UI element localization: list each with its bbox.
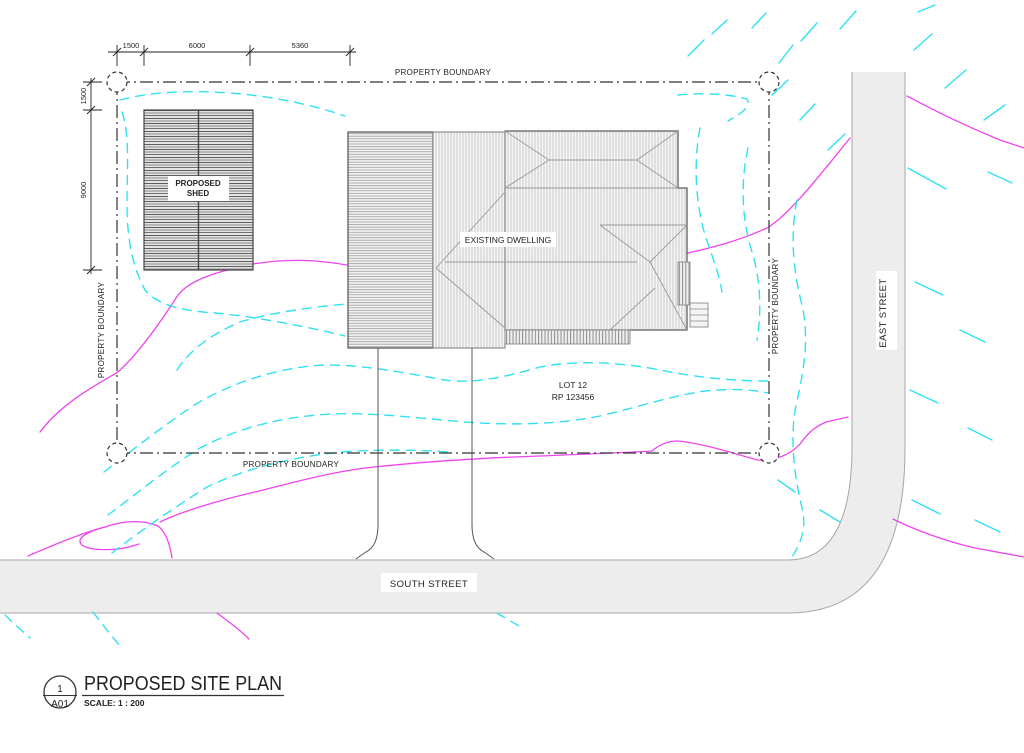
- contour-minor-line: [176, 303, 348, 371]
- road-outer-edge: [0, 72, 906, 614]
- survey-marker: [758, 71, 780, 93]
- east-street-label: EAST STREET: [878, 278, 889, 347]
- property-boundary: PROPERTY BOUNDARY PROPERTY BOUNDARY PROP…: [97, 68, 780, 469]
- contour-major-line: [892, 518, 1024, 558]
- contour-major-line: [27, 520, 173, 559]
- lot-label: LOT 12 RP 123456: [552, 380, 595, 402]
- dwelling-label: EXISTING DWELLING: [465, 235, 551, 245]
- roof-hip-lines: [435, 130, 688, 331]
- survey-marker: [106, 71, 128, 93]
- contour-lines: [4, 4, 1024, 649]
- contour-minor-line: [107, 388, 769, 516]
- contour-minor-line: [4, 614, 31, 639]
- contour-minor-line: [496, 612, 522, 628]
- dim-top-1500: 1500: [123, 41, 140, 50]
- survey-marker: [758, 442, 780, 464]
- contour-dash-field: [687, 4, 1013, 533]
- contour-major-line: [39, 137, 851, 433]
- contour-major-line: [79, 526, 140, 551]
- contour-major-line: [906, 95, 1024, 149]
- shed-label-line2: SHED: [187, 189, 209, 198]
- contour-minor-line: [742, 147, 761, 341]
- dwelling-label-bg: [460, 232, 556, 247]
- south-street-label: SOUTH STREET: [390, 579, 468, 590]
- contour-minor-line: [677, 93, 749, 122]
- title-block: 1 A01 PROPOSED SITE PLAN SCALE: 1 : 200: [43, 673, 284, 710]
- street-labels: SOUTH STREET EAST STREET: [381, 271, 897, 592]
- contour-minor-line: [791, 199, 807, 558]
- boundary-label-right: PROPERTY BOUNDARY: [771, 258, 780, 355]
- porch-steps: [689, 302, 709, 328]
- roads: [0, 72, 906, 614]
- drawing-scale: SCALE: 1 : 200: [84, 698, 145, 708]
- proposed-shed: PROPOSED SHED: [143, 109, 254, 271]
- dim-top-6000: 6000: [189, 41, 206, 50]
- drawing-title: PROPOSED SITE PLAN: [84, 673, 282, 695]
- lot-number: LOT 12: [559, 380, 587, 390]
- boundary-label-top: PROPERTY BOUNDARY: [395, 68, 492, 77]
- boundary-label-bottom: PROPERTY BOUNDARY: [243, 460, 340, 469]
- contour-minor-line: [103, 362, 769, 473]
- lot-plan-number: RP 123456: [552, 392, 595, 402]
- south-street-label-bg: [381, 573, 477, 592]
- dim-top-5360: 5360: [292, 41, 309, 50]
- road-surface: [0, 72, 905, 613]
- detail-bubble: [43, 675, 77, 709]
- left-dimension-string: 1500 9000: [79, 77, 102, 275]
- dim-left-9000: 9000: [79, 182, 88, 199]
- sheet-number: A01: [51, 699, 69, 710]
- contour-minor-line: [695, 127, 723, 293]
- contour-minor-line: [111, 449, 451, 554]
- dim-left-1500: 1500: [79, 88, 88, 105]
- road-inner-edge: [0, 72, 853, 561]
- detail-number: 1: [57, 684, 63, 695]
- top-dimension-string: 1500 6000 5360: [108, 41, 356, 66]
- shed-label-line1: PROPOSED: [175, 179, 221, 188]
- east-street-label-bg: [876, 271, 897, 350]
- contour-minor-line: [121, 111, 346, 337]
- survey-marker: [106, 442, 128, 464]
- contour-major-line: [216, 612, 250, 640]
- shed-label-bg: [168, 176, 229, 201]
- contour-minor-line: [119, 90, 346, 117]
- contour-minor-line: [92, 611, 123, 649]
- contour-major-line: [159, 416, 849, 523]
- existing-dwelling: EXISTING DWELLING: [347, 130, 709, 349]
- driveway: [355, 348, 495, 560]
- boundary-label-left: PROPERTY BOUNDARY: [97, 282, 106, 379]
